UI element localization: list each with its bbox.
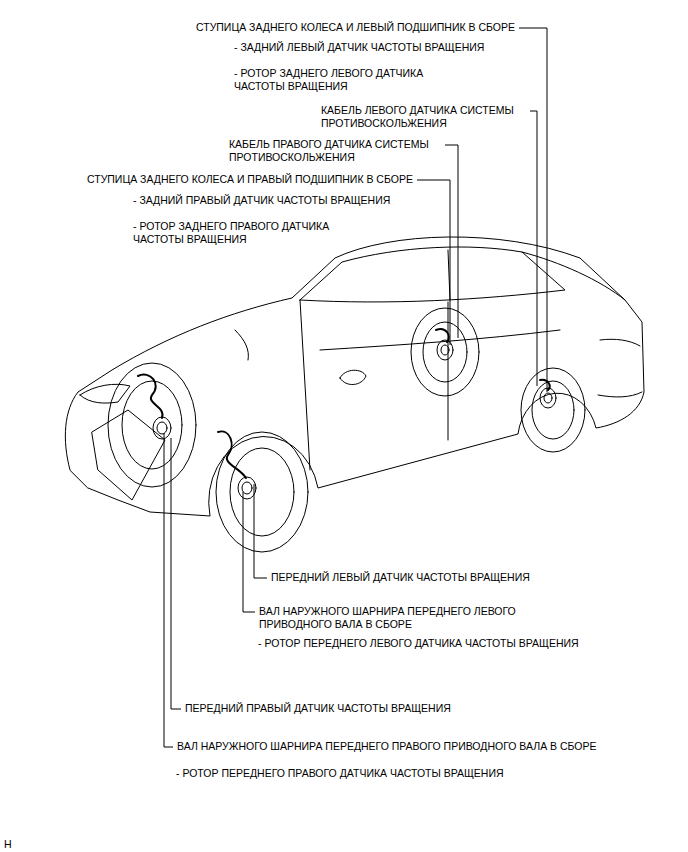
part-label: - РОТОР ЗАДНЕГО ПРАВОГО ДАТЧИКА ЧАСТОТЫ … — [133, 220, 348, 246]
figure-code: H — [4, 838, 12, 851]
part-label: - ЗАДНИЙ ЛЕВЫЙ ДАТЧИК ЧАСТОТЫ ВРАЩЕНИЯ — [234, 41, 484, 54]
part-label: КАБЕЛЬ ЛЕВОГО ДАТЧИКА СИСТЕМЫ ПРОТИВОСКО… — [321, 104, 526, 130]
part-label: КАБЕЛЬ ПРАВОГО ДАТЧИКА СИСТЕМЫ ПРОТИВОСК… — [229, 138, 441, 164]
leader-line — [417, 180, 450, 345]
part-label: - РОТОР ЗАДНЕГО ЛЕВОГО ДАТЧИКА ЧАСТОТЫ В… — [234, 67, 444, 93]
part-label: - ЗАДНИЙ ПРАВЫЙ ДАТЧИК ЧАСТОТЫ ВРАЩЕНИЯ — [133, 194, 390, 207]
part-label: СТУПИЦА ЗАДНЕГО КОЛЕСА И ЛЕВЫЙ ПОДШИПНИК… — [196, 21, 515, 34]
part-label: ПЕРЕДНИЙ ПРАВЫЙ ДАТЧИК ЧАСТОТЫ ВРАЩЕНИЯ — [185, 702, 451, 715]
part-label: - РОТОР ПЕРЕДНЕГО ЛЕВОГО ДАТЧИКА ЧАСТОТЫ… — [258, 637, 579, 650]
part-label: ВАЛ НАРУЖНОГО ШАРНИРА ПЕРЕДНЕГО ПРАВОГО … — [177, 740, 597, 753]
part-label: ВАЛ НАРУЖНОГО ШАРНИРА ПЕРЕДНЕГО ЛЕВОГО П… — [259, 605, 544, 631]
leader-line — [519, 28, 547, 392]
leader-line — [171, 438, 181, 709]
leader-line — [254, 484, 267, 578]
part-label: ПЕРЕДНИЙ ЛЕВЫЙ ДАТЧИК ЧАСТОТЫ ВРАЩЕНИЯ — [271, 571, 530, 584]
part-label: СТУПИЦА ЗАДНЕГО КОЛЕСА И ПРАВЫЙ ПОДШИПНИ… — [87, 173, 413, 186]
leader-line — [530, 111, 537, 386]
part-label: - РОТОР ПЕРЕДНЕГО ПРАВОГО ДАТЧИКА ЧАСТОТ… — [176, 767, 504, 780]
leader-line — [243, 492, 255, 612]
leader-line — [445, 145, 458, 338]
leader-line — [164, 433, 173, 747]
